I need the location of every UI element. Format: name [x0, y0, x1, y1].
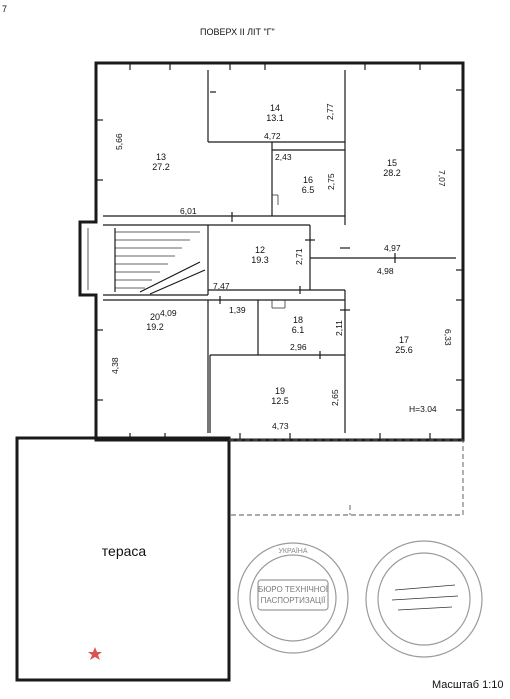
star-mark-icon — [88, 647, 102, 660]
dimension-label: 4,38 — [110, 357, 120, 374]
dimension-label: 4,73 — [272, 421, 289, 431]
dimension-label: 2,11 — [334, 320, 344, 336]
door-marks — [210, 91, 396, 359]
corner-mark: 7 — [2, 4, 7, 14]
office-stamp-2 — [365, 540, 483, 658]
outer-walls — [78, 61, 465, 442]
dimension-label: 2,71 — [294, 248, 304, 265]
room-number: 12 — [255, 245, 265, 255]
dimension-label: 6,01 — [180, 206, 197, 216]
dimension-label: 2,43 — [275, 152, 292, 162]
dimension-label: 2,77 — [325, 103, 335, 120]
dimension-label: 4,98 — [377, 266, 394, 276]
dimension-label: 5,66 — [114, 133, 124, 150]
room-area: 6.5 — [302, 185, 315, 195]
room-area: 28.2 — [383, 168, 401, 178]
room-number: 16 — [303, 175, 313, 185]
terrace-label: тераса — [102, 543, 147, 559]
room-number: 18 — [293, 315, 303, 325]
room-number: 19 — [275, 386, 285, 396]
dimension-label: 4,97 — [384, 243, 401, 253]
dimension-label: 7,07 — [437, 170, 447, 187]
staircase — [87, 228, 206, 295]
room-area: 12.5 — [271, 396, 289, 406]
dimension-label: 2,96 — [290, 342, 307, 352]
dimension-labels: 5,66 6,01 4,72 2,77 2,43 2,75 7,07 4,97 … — [110, 103, 453, 431]
dimension-label: 1,39 — [229, 305, 246, 315]
office-stamp-1: УКРАЇНА БЮРО ТЕХНІЧНОЇ ПАСПОРТИЗАЦІЇ — [237, 542, 349, 654]
room-number: 14 — [270, 103, 280, 113]
room-area: 27.2 — [152, 162, 170, 172]
window-marks — [96, 63, 463, 440]
dimension-label: 7,47 — [213, 281, 230, 291]
room-number: 13 — [156, 152, 166, 162]
room-number: 17 — [399, 335, 409, 345]
room-number: 15 — [387, 158, 397, 168]
room-area: 19.3 — [251, 255, 269, 265]
room-area: 13.1 — [266, 113, 284, 123]
dimension-label: 2,65 — [330, 389, 340, 406]
room-area: 6.1 — [292, 325, 305, 335]
interior-walls — [103, 70, 456, 433]
dimension-label: 4,09 — [160, 308, 177, 318]
dimension-label: 4,72 — [264, 131, 281, 141]
dimension-label: 2,75 — [326, 173, 336, 190]
stamp-line: ПАСПОРТИЗАЦІЇ — [261, 596, 327, 605]
room-number: 20 — [150, 312, 160, 322]
room-labels: 13 27.2 14 13.1 15 28.2 16 6.5 12 19.3 2… — [146, 103, 413, 406]
stamp-ring-text: УКРАЇНА — [278, 547, 307, 555]
room-area: 25.6 — [395, 345, 413, 355]
stamp-line: БЮРО ТЕХНІЧНОЇ — [258, 585, 329, 594]
dimension-label: 6,33 — [443, 329, 453, 346]
scale-label: Масштаб 1:10 — [432, 679, 504, 691]
plan-title: ПОВЕРХ II ЛІТ "Г" — [200, 27, 275, 37]
ceiling-height: H=3.04 — [409, 404, 437, 414]
room-area: 19.2 — [146, 322, 164, 332]
terrace — [15, 436, 464, 682]
